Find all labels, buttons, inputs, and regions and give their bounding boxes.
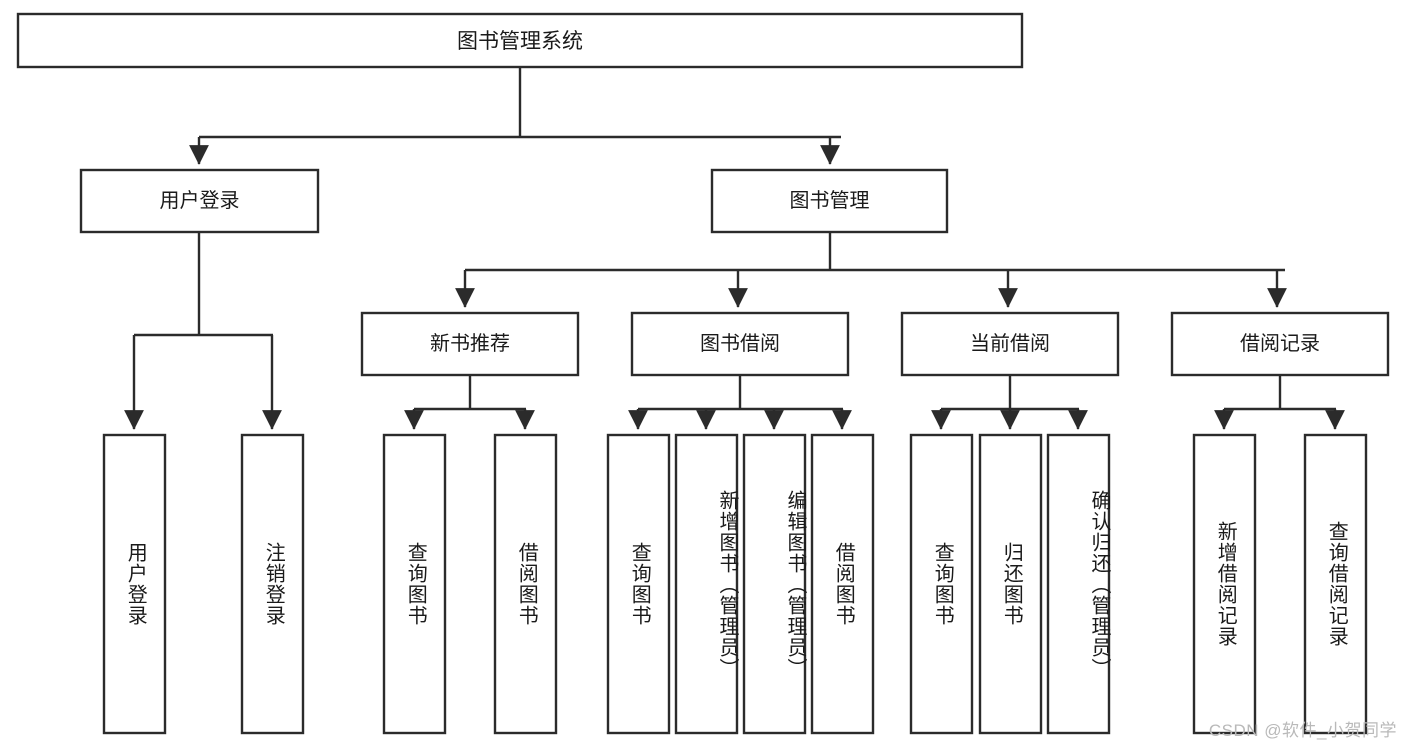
leaf-logout-login[interactable] — [240, 433, 305, 735]
leaf-add-record[interactable] — [1192, 433, 1257, 735]
connector-bookmanage-to-level3 — [455, 232, 1287, 308]
node-book-borrow-label: 图书借阅 — [700, 332, 780, 355]
leaf-group-borrow-record — [1192, 433, 1368, 735]
leaf-query-record[interactable] — [1303, 433, 1368, 735]
leaf-edit-book[interactable] — [742, 433, 807, 735]
connector-newbook-to-leaves — [404, 375, 535, 430]
node-book-manage[interactable]: 图书管理 — [710, 168, 949, 234]
leaf-borrow-book-2[interactable] — [810, 433, 875, 735]
node-user-login[interactable]: 用户登录 — [79, 168, 320, 234]
node-borrow-record-label: 借阅记录 — [1240, 332, 1320, 355]
leaf-query-book-3[interactable] — [909, 433, 974, 735]
connector-borrowrecord-to-leaves — [1214, 375, 1345, 430]
connector-bookborrow-to-leaves — [628, 375, 852, 430]
leaf-return-book[interactable] — [978, 433, 1043, 735]
leaf-user-login[interactable] — [102, 433, 167, 735]
connector-root-to-level2 — [189, 67, 841, 165]
connector-currentborrow-to-leaves — [931, 375, 1088, 430]
node-user-login-label: 用户登录 — [160, 189, 240, 212]
leaf-group-new-book-recommend — [382, 433, 558, 735]
node-root[interactable]: 图书管理系统 — [16, 12, 1024, 69]
node-current-borrow-label: 当前借阅 — [970, 332, 1050, 355]
watermark: CSDN @软件_小贺同学 — [1208, 721, 1397, 740]
node-new-book-recommend[interactable]: 新书推荐 — [360, 311, 580, 377]
node-current-borrow[interactable]: 当前借阅 — [900, 311, 1120, 377]
leaf-group-book-borrow — [606, 433, 875, 735]
node-borrow-record[interactable]: 借阅记录 — [1170, 311, 1390, 377]
leaf-confirm-return[interactable] — [1046, 433, 1111, 735]
leaf-add-book[interactable] — [674, 433, 739, 735]
leaf-group-current-borrow — [909, 433, 1111, 735]
leaf-borrow-book-1[interactable] — [493, 433, 558, 735]
leaf-group-user-login — [102, 433, 305, 735]
leaf-query-book-1[interactable] — [382, 433, 447, 735]
node-book-borrow[interactable]: 图书借阅 — [630, 311, 850, 377]
node-root-label: 图书管理系统 — [457, 30, 583, 53]
connector-userlogin-to-leaves — [124, 232, 282, 430]
node-new-book-recommend-label: 新书推荐 — [430, 332, 510, 355]
leaf-query-book-2[interactable] — [606, 433, 671, 735]
node-book-manage-label: 图书管理 — [790, 189, 870, 212]
